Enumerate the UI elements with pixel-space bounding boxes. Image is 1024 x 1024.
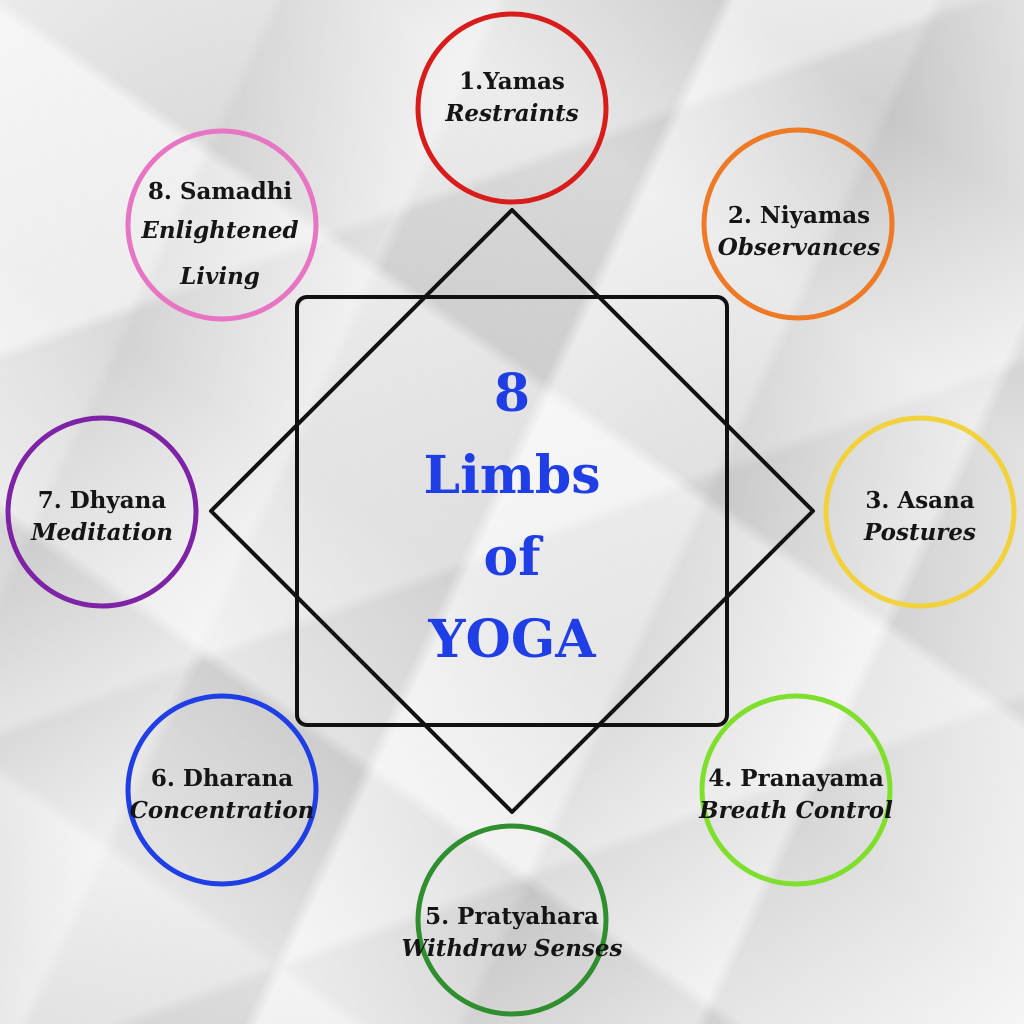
limb-meaning: Concentration xyxy=(129,797,315,824)
limb-1-yamas: 1.Yamas Restraints xyxy=(382,43,642,153)
limb-5-pratyahara: 5. Pratyahara Withdraw Senses xyxy=(382,878,642,988)
limb-6-dharana: 6. Dharana Concentration xyxy=(92,740,352,850)
limb-circle-3 xyxy=(823,415,1017,609)
limb-name: 3. Asana xyxy=(865,487,975,514)
limb-name: 1.Yamas xyxy=(459,68,565,95)
limb-name: 2. Niyamas xyxy=(727,202,871,229)
limb-7-dhyana: 7. Dhyana Meditation xyxy=(0,462,232,572)
limb-meaning: Meditation xyxy=(31,519,173,546)
limb-meaning: Postures xyxy=(863,519,976,546)
limb-meaning: Restraints xyxy=(445,100,579,127)
limb-2-niyamas: 2. Niyamas Observances xyxy=(669,177,929,287)
limb-meaning: Enlightened Living xyxy=(141,217,299,290)
limb-4-pranayama: 4. Pranayama Breath Control xyxy=(666,740,926,850)
limb-8-samadhi: 8. Samadhi Enlightened Living xyxy=(90,168,350,308)
limb-3-asana: 3. Asana Postures xyxy=(790,462,1024,572)
center-title-limbs: Limbs xyxy=(423,445,601,506)
center-square xyxy=(295,295,729,727)
limb-circle-6 xyxy=(125,693,319,887)
center-diamond xyxy=(209,208,815,814)
limb-name: 4. Pranayama xyxy=(708,765,884,792)
center-title-number: 8 xyxy=(493,363,531,424)
limb-circle-5 xyxy=(415,823,609,1017)
limb-circle-8 xyxy=(125,128,319,322)
limb-name: 5. Pratyahara xyxy=(425,903,599,930)
center-title-yoga: YOGA xyxy=(428,609,596,670)
limb-name: 8. Samadhi xyxy=(147,178,293,205)
limb-circle-7 xyxy=(5,415,199,609)
limb-meaning: Observances xyxy=(717,234,881,261)
limb-circle-4 xyxy=(699,693,893,887)
limb-meaning: Breath Control xyxy=(699,797,893,824)
center-title-of: of xyxy=(483,527,541,588)
limb-circle-2 xyxy=(701,127,895,321)
limb-name: 7. Dhyana xyxy=(37,487,167,514)
center-title: 8 Limbs of YOGA xyxy=(362,352,662,682)
limb-circle-1 xyxy=(415,11,609,205)
limb-name: 6. Dharana xyxy=(150,765,294,792)
limb-meaning: Withdraw Senses xyxy=(401,935,623,962)
